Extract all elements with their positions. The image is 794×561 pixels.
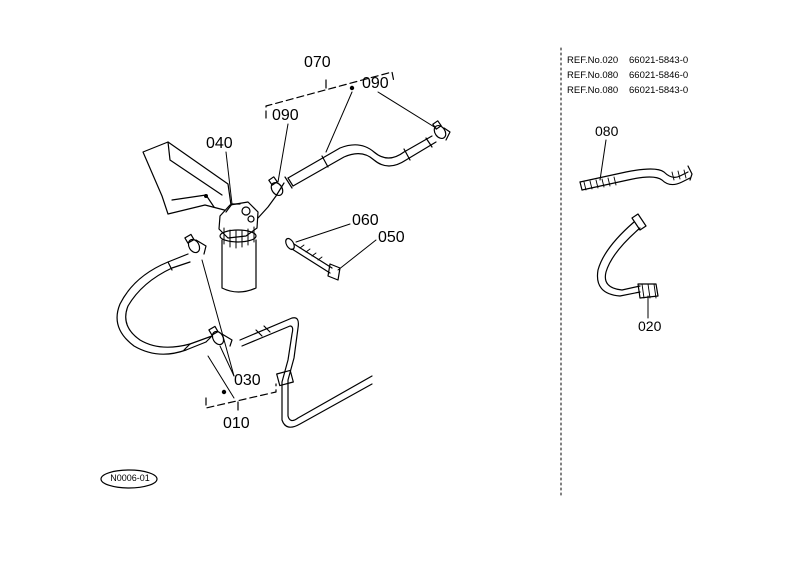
- reference-row: REF.No.020 66021-5843-0: [567, 56, 688, 66]
- fuel-hose-010: [116, 253, 213, 355]
- reference-row: REF.No.080 66021-5843-0: [567, 86, 688, 96]
- callout-040: 040: [206, 135, 233, 152]
- leader-lines: [201, 91, 649, 399]
- reference-row: REF.No.080 66021-5846-0: [567, 71, 688, 81]
- pipe-080: [579, 165, 693, 191]
- hose-clamp-030-lower: [208, 325, 233, 347]
- page-code-badge: [100, 469, 158, 489]
- group-bracket-070: [265, 71, 395, 119]
- washer-060: [285, 237, 295, 251]
- leader-dots: [204, 85, 355, 395]
- hose-clamp-090-right: [432, 120, 451, 141]
- part-number: 66021-5846-0: [629, 70, 689, 81]
- callout-060: 060: [352, 212, 379, 229]
- callout-030: 030: [234, 372, 261, 389]
- fuel-filter: [218, 201, 259, 293]
- reference-number: REF.No.080: [567, 70, 619, 81]
- reference-list: REF.No.020 66021-5843-0 REF.No.080 66021-5…: [567, 56, 688, 101]
- callout-090-left: 090: [272, 107, 299, 124]
- callout-010: 010: [223, 415, 250, 432]
- fuel-hose-070: [257, 135, 437, 219]
- part-number: 66021-5843-0: [629, 55, 689, 66]
- callout-020: 020: [638, 318, 662, 334]
- bolt-050: [291, 243, 341, 281]
- bracket-plate: [142, 141, 233, 215]
- pipe-020: [596, 213, 659, 299]
- callout-050: 050: [378, 229, 405, 246]
- hose-clamp-090-left: [268, 176, 284, 197]
- callout-080: 080: [595, 123, 619, 139]
- part-number: 66021-5843-0: [629, 85, 689, 96]
- callout-070: 070: [304, 54, 331, 71]
- page-code: N0006-01: [110, 473, 150, 483]
- group-bracket-010: [205, 383, 277, 411]
- reference-number: REF.No.080: [567, 85, 619, 96]
- fuel-pipe: [239, 317, 373, 428]
- callout-090-right: 090: [362, 75, 389, 92]
- hose-clamp-030-upper: [184, 233, 207, 255]
- reference-number: REF.No.020: [567, 55, 619, 66]
